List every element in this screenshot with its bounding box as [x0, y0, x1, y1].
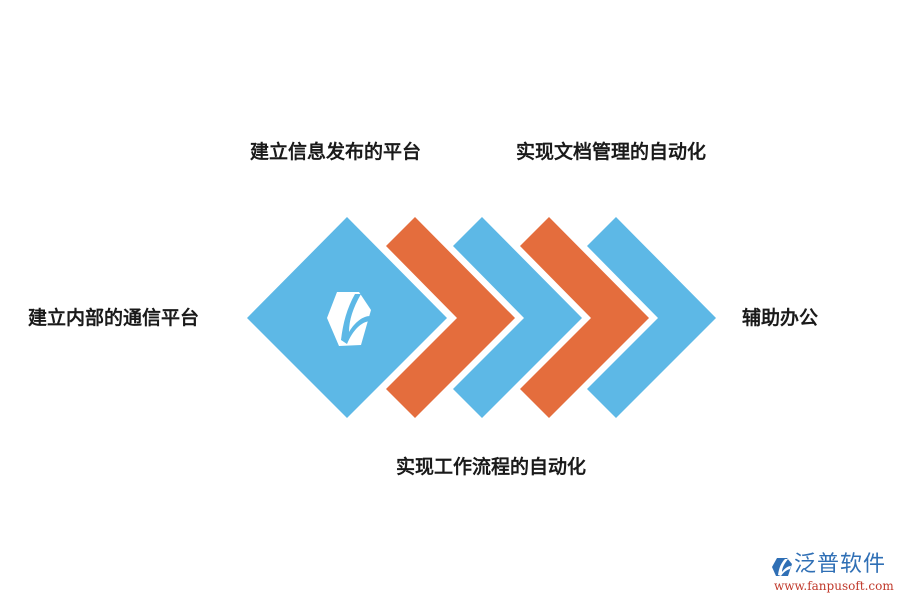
- watermark-logo: 泛普软件 www.fanpusoft.com: [768, 552, 896, 598]
- watermark-url: www.fanpusoft.com: [774, 579, 894, 593]
- chevron-1: [386, 217, 515, 418]
- chevron-4: [587, 217, 716, 418]
- label-info-publishing: 建立信息发布的平台: [250, 141, 422, 163]
- label-document-automation: 实现文档管理的自动化: [516, 141, 707, 163]
- chevron-3: [520, 217, 649, 418]
- fanpu-logo-icon: [772, 558, 792, 576]
- label-office-assist: 辅助办公: [742, 307, 819, 329]
- watermark-name: 泛普软件: [794, 552, 887, 577]
- chevron-2: [453, 217, 582, 418]
- center-logo-icon: [327, 292, 371, 346]
- label-workflow-automation: 实现工作流程的自动化: [396, 456, 587, 478]
- label-internal-communication: 建立内部的通信平台: [28, 307, 200, 329]
